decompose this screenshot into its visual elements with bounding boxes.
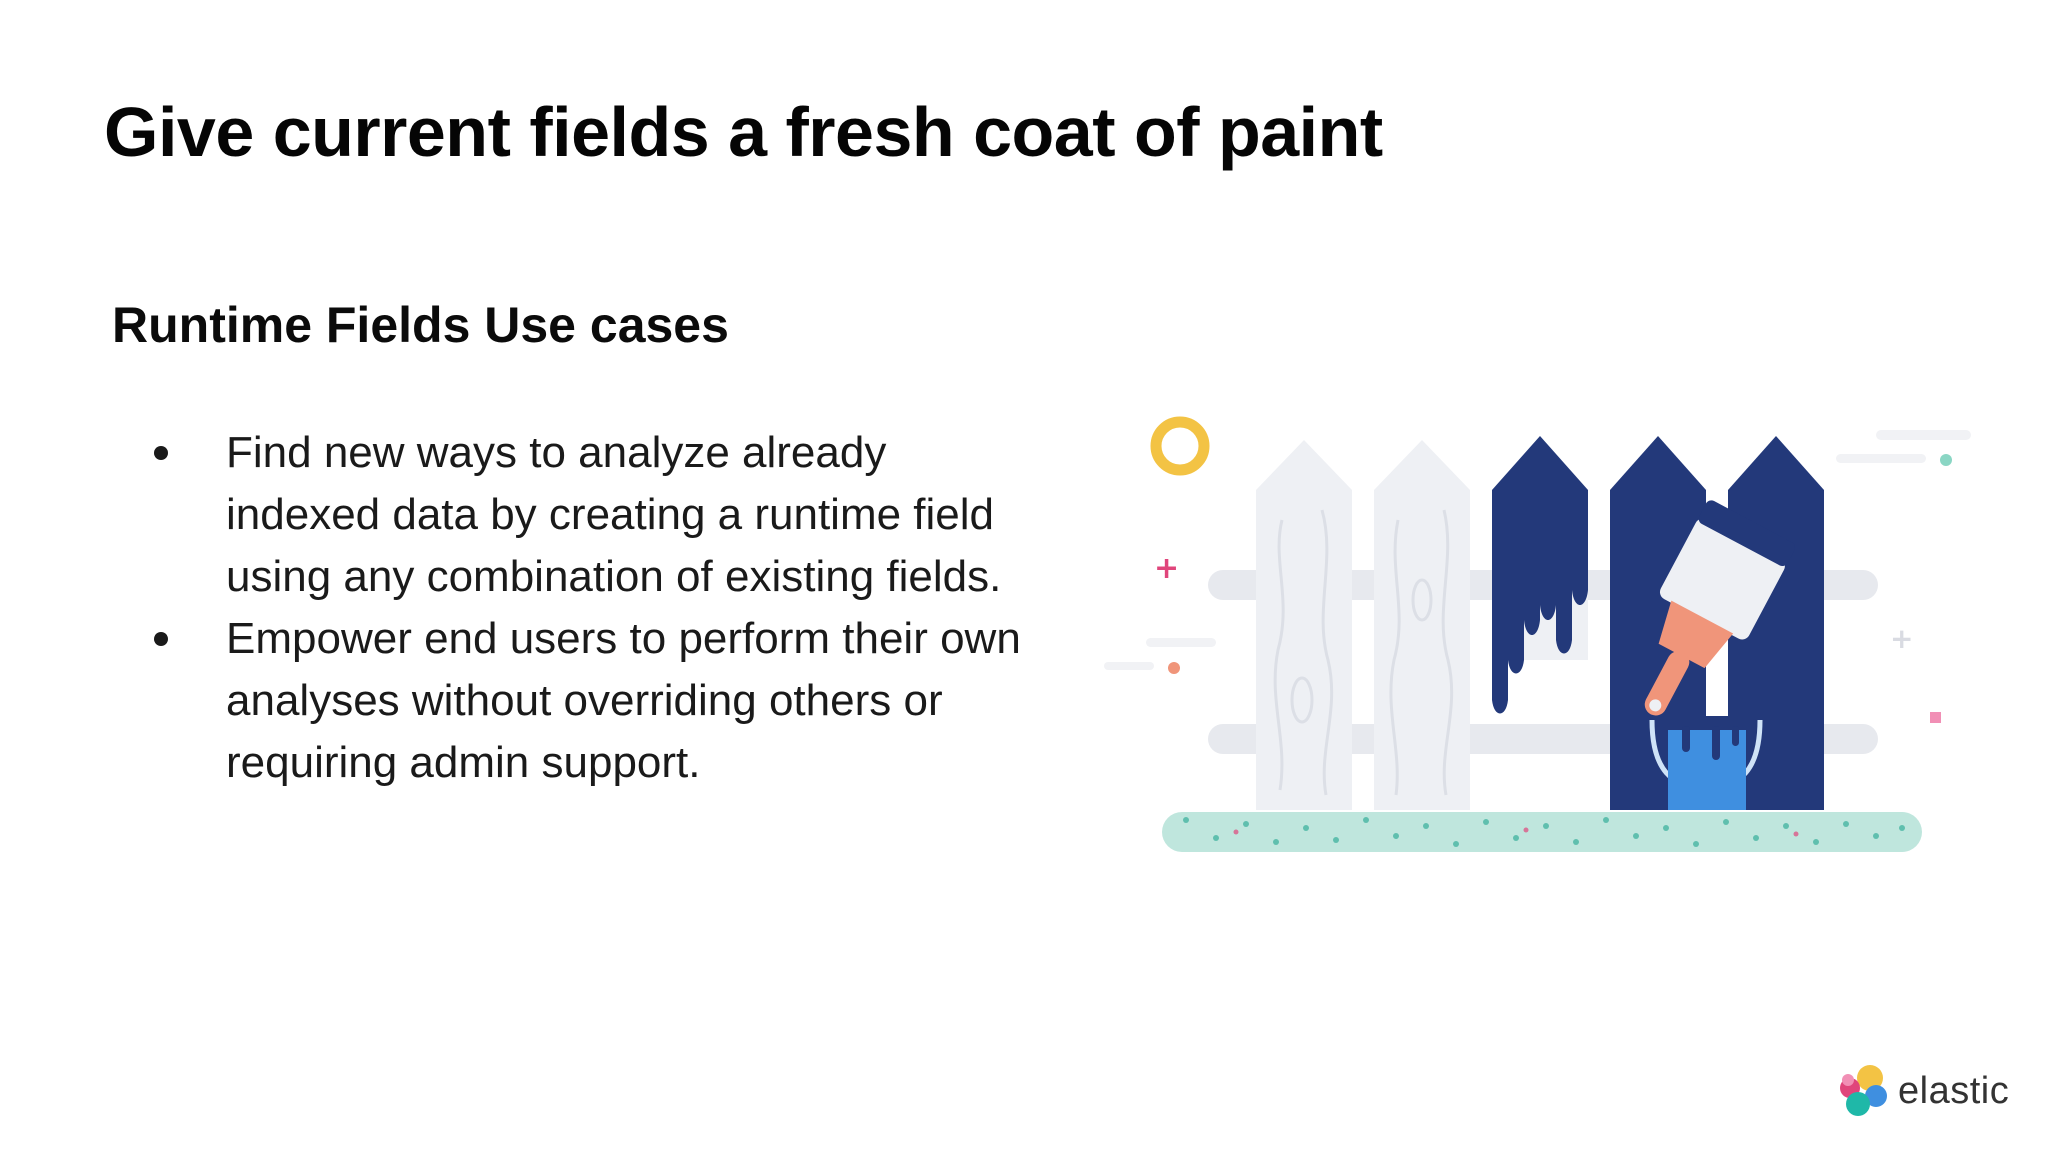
painted-fence-illustration: + +	[1104, 416, 1971, 852]
elastic-logo-text: elastic	[1898, 1070, 2010, 1112]
bullet-dot-icon	[154, 446, 168, 460]
bullet-dot-icon	[154, 632, 168, 646]
bullet-item: Find new ways to analyze already indexed…	[112, 422, 1052, 608]
section-subtitle: Runtime Fields Use cases	[112, 297, 729, 353]
bullet-text: Empower end users to perform their own a…	[226, 614, 1021, 787]
bullet-text: Find new ways to analyze already indexed…	[226, 428, 1002, 601]
elastic-logo: elastic	[1836, 1060, 2026, 1122]
bullet-list: Find new ways to analyze already indexed…	[112, 422, 1052, 794]
bullet-item: Empower end users to perform their own a…	[112, 608, 1052, 794]
svg-text:+: +	[1890, 622, 1913, 655]
slide-title: Give current fields a fresh coat of pain…	[104, 93, 1383, 171]
elastic-logo-icon	[1840, 1065, 1887, 1116]
svg-text:+: +	[1154, 551, 1179, 586]
